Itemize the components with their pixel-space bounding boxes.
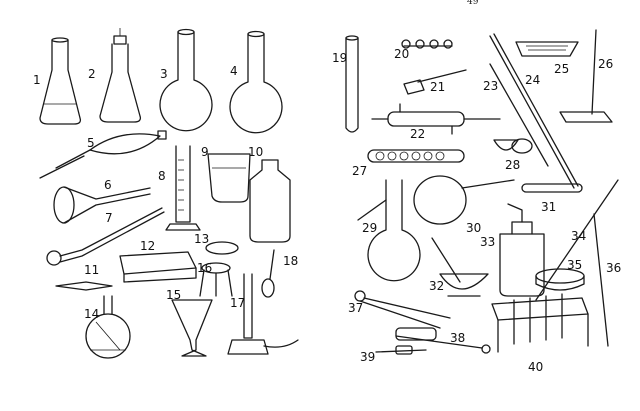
item-label-25: 25 [554, 62, 569, 76]
item-label-24: 24 [525, 73, 540, 87]
beaker-9-drawing [207, 153, 251, 203]
item-label-27: 27 [352, 164, 367, 178]
bottle-10-drawing [249, 159, 291, 243]
item-label-10: 10 [248, 145, 263, 159]
tongs-37-drawing [354, 290, 451, 329]
item-label-30: 30 [466, 221, 481, 235]
spatula-11-drawing [55, 281, 113, 291]
round-flask-3-drawing [159, 28, 213, 132]
retort-30-drawing [413, 175, 515, 225]
item-label-6: 6 [104, 178, 112, 192]
item-label-40: 40 [528, 360, 543, 374]
pipette-24-drawing [489, 33, 579, 189]
item-label-5: 5 [87, 136, 95, 150]
bulb-tube-27-drawing [367, 149, 465, 163]
test-tube-19-drawing [345, 35, 359, 133]
item-label-21: 21 [430, 80, 445, 94]
item-label-28: 28 [505, 158, 520, 172]
flask-29-drawing [357, 179, 421, 282]
tripod-16-drawing [199, 262, 233, 297]
wash-bottle-33-drawing [499, 203, 545, 297]
item-label-12: 12 [140, 239, 155, 253]
dish-35-drawing [535, 268, 585, 291]
burner-17-drawing [227, 273, 299, 355]
clamp-20-drawing [401, 39, 453, 49]
item-label-35: 35 [567, 258, 582, 272]
item-label-20: 20 [394, 47, 409, 61]
item-label-26: 26 [598, 57, 613, 71]
flask-14-drawing [85, 295, 131, 359]
item-label-3: 3 [160, 67, 168, 81]
rod-36-drawing [593, 213, 609, 347]
thermometer-31-drawing [521, 183, 583, 193]
item-label-39: 39 [360, 350, 375, 364]
spoon-18-drawing [261, 249, 275, 298]
round-flask-4-drawing [229, 30, 283, 134]
item-label-19: 19 [332, 51, 347, 65]
funnel-6-drawing [53, 186, 151, 224]
item-label-36: 36 [606, 261, 621, 275]
conical-flask-1-drawing [39, 37, 82, 125]
item-label-38: 38 [450, 331, 465, 345]
item-label-4: 4 [230, 64, 238, 78]
holder-21-drawing [403, 69, 467, 95]
gauze-25-drawing [515, 41, 579, 57]
item-label-13: 13 [194, 232, 209, 246]
item-label-7: 7 [105, 211, 113, 225]
brush-39-drawing [375, 345, 427, 355]
item-label-17: 17 [230, 296, 245, 310]
item-label-18: 18 [283, 254, 298, 268]
item-label-16: 16 [197, 261, 212, 275]
item-label-1: 1 [33, 73, 41, 87]
item-label-31: 31 [541, 200, 556, 214]
item-label-29: 29 [362, 221, 377, 235]
tube-7-drawing [46, 207, 165, 266]
graduated-cylinder-8-drawing [165, 145, 201, 231]
item-label-34: 34 [571, 229, 586, 243]
item-label-8: 8 [158, 169, 166, 183]
conical-glass-15-drawing [171, 299, 213, 357]
rod-34-drawing [535, 179, 619, 301]
tray-12-drawing [119, 251, 197, 283]
stand-26-drawing [559, 29, 613, 123]
item-label-14: 14 [84, 307, 99, 321]
item-label-22: 22 [410, 127, 425, 141]
condenser-22-drawing [371, 103, 501, 135]
item-label-32: 32 [429, 279, 444, 293]
brush-38-drawing [395, 327, 491, 354]
conical-flask-2-drawing [99, 28, 142, 123]
item-label-11: 11 [84, 263, 99, 277]
watch-glass-13-drawing [205, 241, 239, 255]
item-label-23: 23 [483, 79, 498, 93]
item-labels: 1 2 3 4 5 6 7 8 9 10 11 12 13 14 15 16 1… [33, 47, 621, 374]
crucible-28-drawing [493, 138, 533, 154]
page-number: 49 [467, 0, 479, 7]
item-label-15: 15 [166, 288, 181, 302]
item-label-9: 9 [201, 145, 209, 159]
test-tube-rack-40-drawing [491, 293, 589, 353]
item-label-33: 33 [480, 235, 495, 249]
mortar-32-drawing [431, 237, 489, 297]
item-label-37: 37 [348, 301, 363, 315]
rod-23-drawing [489, 63, 549, 167]
separatory-funnel-5-drawing [39, 130, 167, 179]
item-label-2: 2 [88, 67, 96, 81]
